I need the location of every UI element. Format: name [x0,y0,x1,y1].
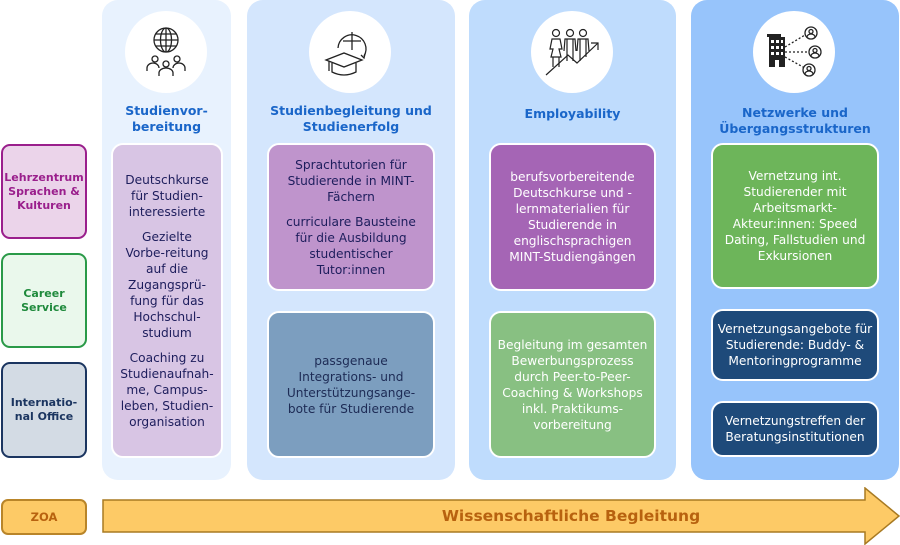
card-vernetzung-arbeitsmarkt: Vernetzung int. Studierender mit Arbeits… [711,143,879,289]
column-title: Studienbegleitung und Studienerfolg [270,103,432,134]
zoa-box: ZOA [1,499,87,535]
institution-label: Internatio-nal Office [10,396,78,423]
card-integrationsangebote: passgenaue Integrations- und Unterstützu… [267,311,435,458]
arrow-shape [102,487,900,545]
card-buddy-mentoring: Vernetzungsangebote für Studierende: Bud… [711,309,879,381]
institution-lehrzentrum: Lehrzentrum Sprachen & Kulturen [1,144,87,239]
graduation-cap-plus-icon [309,11,391,93]
column-title: Employability [524,106,621,121]
institution-label: Career Service [21,286,67,314]
column-title: Netzwerke und Übergangsstrukturen [719,105,871,136]
zoa-label: ZOA [30,510,58,524]
institution-label: Lehrzentrum Sprachen & Kulturen [4,170,84,212]
card-text: passgenaue Integrations- und Unterstützu… [286,353,416,416]
people-growth-arrow-icon [531,11,613,93]
card-text: curriculare Bausteine für die Ausbildung… [286,214,416,277]
column-netzwerke: Netzwerke und Übergangsstrukturen Vernet… [691,0,899,480]
column-studienbegleitung: Studienbegleitung und Studienerfolg Spra… [247,0,455,480]
globe-people-icon [125,11,207,93]
card-text: berufsvorbereitende Deutschkurse und -le… [509,170,636,264]
arrow-label: Wissenschaftliche Begleitung [441,507,701,525]
card-bewerbungsprozess: Begleitung im gesamten Bewerbungsprozess… [489,311,656,458]
scientific-support-arrow: Wissenschaftliche Begleitung [102,487,900,545]
card-text: Vernetzung int. Studierender mit Arbeits… [724,169,866,263]
card-sprachtutorien: Sprachtutorien für Studierende in MINT-F… [267,143,435,291]
building-network-icon [753,11,835,93]
column-employability: Employability berufsvorbereitende Deutsc… [469,0,676,480]
card-text: Coaching zu Studienaufnah-me, Campus-leb… [120,350,214,429]
card-studienvorbereitung: Deutschkurse für Studien-interessierte G… [111,143,223,458]
institution-international-office: Internatio-nal Office [1,362,87,458]
card-text: Sprachtutorien für Studierende in MINT-F… [287,157,415,204]
column-title: Studienvor- bereitung [125,103,208,134]
card-text: Vernetzungsangebote für Studierende: Bud… [717,322,873,368]
card-text: Deutschkurse für Studien-interessierte [125,172,209,219]
card-berufsvorbereitende-deutschkurse: berufsvorbereitende Deutschkurse und -le… [489,143,656,291]
column-studienvorbereitung: Studienvor- bereitung Deutschkurse für S… [102,0,231,480]
card-vernetzungstreffen: Vernetzungstreffen der Beratungsinstitut… [711,401,879,457]
institution-career-service: Career Service [1,253,87,348]
card-text: Vernetzungstreffen der Beratungsinstitut… [724,414,866,444]
card-text: Gezielte Vorbe-reitung auf die Zugangspr… [125,229,209,340]
card-text: Begleitung im gesamten Bewerbungsprozess… [497,337,648,432]
